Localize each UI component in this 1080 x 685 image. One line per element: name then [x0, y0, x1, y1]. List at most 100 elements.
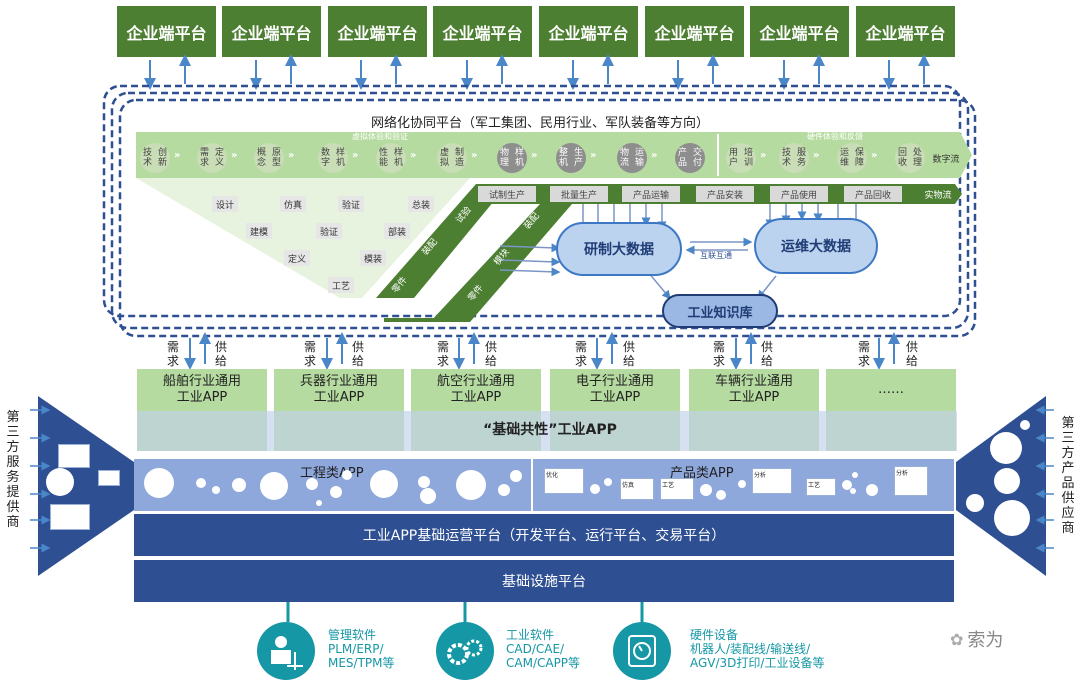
funnel-circle: [994, 500, 1030, 536]
app-dot: [716, 490, 726, 500]
stage-circle: 回收处理: [895, 143, 925, 173]
stage-circle: 产品交付: [675, 143, 705, 173]
enterprise-platform: 企业端平台: [539, 6, 638, 57]
network-platform-title: 网络化协同平台（军工集团、民用行业、军队装备等方向）: [370, 115, 709, 131]
app-dot: [738, 480, 746, 488]
funnel-circle: [990, 432, 1022, 464]
interop-label: 互联互通: [700, 251, 732, 260]
chevron-icon: »: [471, 150, 478, 161]
virtual-label: 虚拟体验和验证: [352, 131, 408, 141]
app-dot: [850, 488, 856, 494]
enterprise-platform: 企业端平台: [856, 6, 955, 57]
app-dot: [498, 484, 510, 496]
funnel-circle: [966, 494, 984, 512]
stage-circle: 用户培训: [726, 143, 756, 173]
phys-stage: 产品回收: [844, 186, 902, 202]
app-card: 工艺: [660, 478, 694, 500]
demand-label: 需求: [303, 340, 316, 368]
hardware-device-text: 硬件设备机器人/装配线/输送线/AGV/3D打印/工业设备等: [690, 628, 825, 670]
v-label: 定义: [284, 250, 311, 266]
supply-label: 供给: [622, 340, 635, 368]
enterprise-platform: 企业端平台: [433, 6, 532, 57]
chevron-icon: »: [531, 150, 538, 161]
app-circle: [370, 470, 398, 498]
chevron-icon: »: [288, 150, 295, 161]
enterprise-platform: 企业端平台: [645, 6, 744, 57]
supply-label: 供给: [760, 340, 773, 368]
third-party-service-label: 第三方服务提供商: [6, 410, 20, 530]
app-dot: [330, 486, 342, 498]
chevron-icon: »: [410, 150, 417, 161]
phys-stage: 试制生产: [478, 186, 536, 202]
v-label: 验证: [338, 196, 365, 212]
v-label: 工艺: [328, 277, 355, 293]
app-dot: [342, 470, 352, 480]
funnel-circle: [46, 468, 74, 496]
common-app-band: [137, 411, 957, 451]
v-label: 仿真: [280, 196, 307, 212]
chevron-icon: »: [174, 150, 181, 161]
funnel-circle: [1020, 420, 1030, 430]
funnel-circle: [994, 468, 1020, 494]
stage-circle: 性能样机: [376, 143, 406, 173]
digital-flow-label: 数字流: [932, 154, 960, 165]
app-dot: [420, 488, 436, 504]
app-dot: [418, 476, 430, 488]
app-card: 优化: [544, 468, 584, 494]
app-dot: [306, 478, 318, 490]
chevron-icon: »: [352, 150, 359, 161]
industry-app-box: 车辆行业通用工业APP: [689, 369, 819, 411]
chevron-icon: »: [231, 150, 238, 161]
enterprise-platform: 企业端平台: [222, 6, 321, 57]
app-dot: [212, 486, 220, 494]
app-dot: [590, 484, 600, 494]
cloud-knowledge-base: 工业知识库: [662, 294, 778, 328]
chevron-icon: »: [760, 150, 767, 161]
app-card: 仿真: [620, 478, 654, 500]
funnel-card: [58, 444, 90, 468]
funnel-card: [50, 504, 90, 530]
app-dot: [196, 478, 206, 488]
v-label: 模装: [360, 250, 387, 266]
management-software-icon: [257, 622, 315, 680]
v-label: 设计: [212, 196, 239, 212]
wechat-icon: ✿: [950, 629, 964, 649]
chevron-icon: »: [871, 150, 878, 161]
app-dot: [852, 472, 858, 478]
industry-app-box: 兵器行业通用工业APP: [274, 369, 404, 411]
enterprise-platform: 企业端平台: [117, 6, 216, 57]
app-dot: [316, 500, 322, 506]
app-card: 工艺: [806, 478, 836, 496]
stage-circle: 技术创新: [140, 143, 170, 173]
phys-stage: 产品运输: [622, 186, 680, 202]
stage-circle: 整机生产: [556, 143, 586, 173]
app-dot: [232, 478, 246, 492]
enterprise-platform: 企业端平台: [750, 6, 849, 57]
app-circle: [456, 470, 486, 500]
physical-flow-label: 实物流: [924, 190, 952, 201]
v-label: 总装: [408, 196, 435, 212]
supply-label: 供给: [214, 340, 227, 368]
phys-stage: 批量生产: [550, 186, 608, 202]
app-dot: [866, 484, 878, 496]
app-dot: [842, 480, 852, 490]
stage-circle: 技术服务: [779, 143, 809, 173]
product-app-label: 产品类APP: [670, 466, 734, 481]
app-band-divider: [531, 459, 533, 511]
funnel-card: [98, 470, 120, 486]
cloud-rd-bigdata: 研制大数据: [556, 222, 682, 276]
chevron-icon: »: [590, 150, 597, 161]
enterprise-platform: 企业端平台: [328, 6, 427, 57]
chevron-icon: »: [813, 150, 820, 161]
hardware-label: 硬件体验和反馈: [807, 131, 863, 141]
demand-label: 需求: [574, 340, 587, 368]
industry-app-box: 电子行业通用工业APP: [550, 369, 680, 411]
industrial-software-icon: [436, 622, 494, 680]
app-circle: [260, 472, 288, 500]
industry-app-box: 船舶行业通用工业APP: [137, 369, 267, 411]
app-card: 分析: [752, 468, 792, 494]
stage-circle: 虚拟制造: [437, 143, 467, 173]
supply-label: 供给: [351, 340, 364, 368]
phys-stage: 产品安装: [696, 186, 754, 202]
